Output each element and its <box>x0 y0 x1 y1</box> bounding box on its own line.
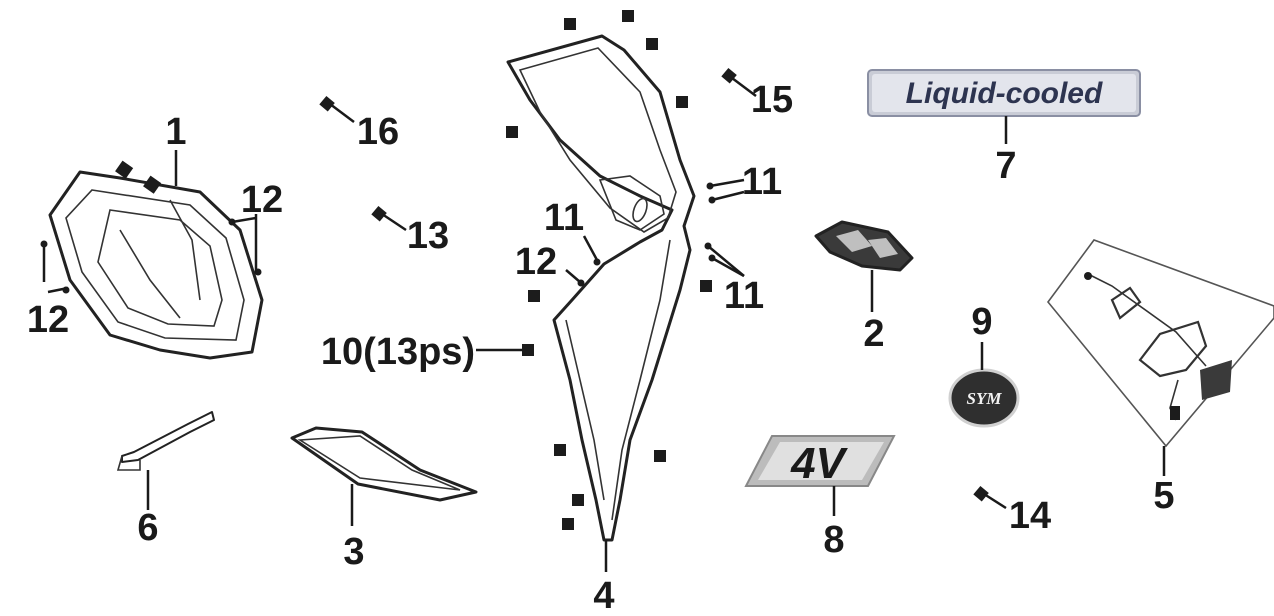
bracket-inset-part <box>1046 239 1274 448</box>
liquid-cooled-decal: Liquid-cooled <box>867 69 1141 117</box>
callout-labels: 1 12 12 16 13 15 11 11 12 11 10(13ps) 4 … <box>27 79 1175 616</box>
sym-emblem: SYM <box>948 368 1020 428</box>
callout-6: 6 <box>137 507 158 549</box>
callout-2: 2 <box>863 313 884 355</box>
screw-14 <box>973 485 989 502</box>
callout-3: 3 <box>343 531 364 573</box>
callout-9: 9 <box>971 301 992 343</box>
bracket-part <box>116 411 215 471</box>
switch-part <box>814 220 914 272</box>
lens-piece-part <box>290 426 478 502</box>
callout-1: 1 <box>165 111 186 153</box>
callout-11-right-top: 11 <box>742 161 782 203</box>
callout-15: 15 <box>751 79 793 121</box>
callout-11-mid: 11 <box>544 197 584 239</box>
screw-16 <box>319 95 335 112</box>
headlight-cover-part <box>40 160 264 360</box>
callout-7: 7 <box>995 145 1016 187</box>
leader-lines <box>42 77 1166 572</box>
4v-badge: 4V <box>744 435 896 488</box>
callout-14: 14 <box>1009 495 1051 537</box>
callout-12-top: 12 <box>241 179 283 221</box>
callout-8: 8 <box>823 519 844 561</box>
screw-13 <box>371 205 387 222</box>
front-inner-cover-part <box>506 10 716 542</box>
liquid-cooled-text: Liquid-cooled <box>906 77 1103 110</box>
callout-4: 4 <box>593 575 614 616</box>
callout-13: 13 <box>407 215 449 257</box>
badge-text: 4V <box>790 439 848 488</box>
callout-5: 5 <box>1153 475 1174 517</box>
callout-11-right-bottom: 11 <box>724 275 764 317</box>
emblem-text: SYM <box>967 389 1003 408</box>
callout-16: 16 <box>357 111 399 153</box>
callout-12-left: 12 <box>27 299 69 341</box>
callout-12-mid: 12 <box>515 241 557 283</box>
callout-10: 10(13ps) <box>321 331 475 373</box>
